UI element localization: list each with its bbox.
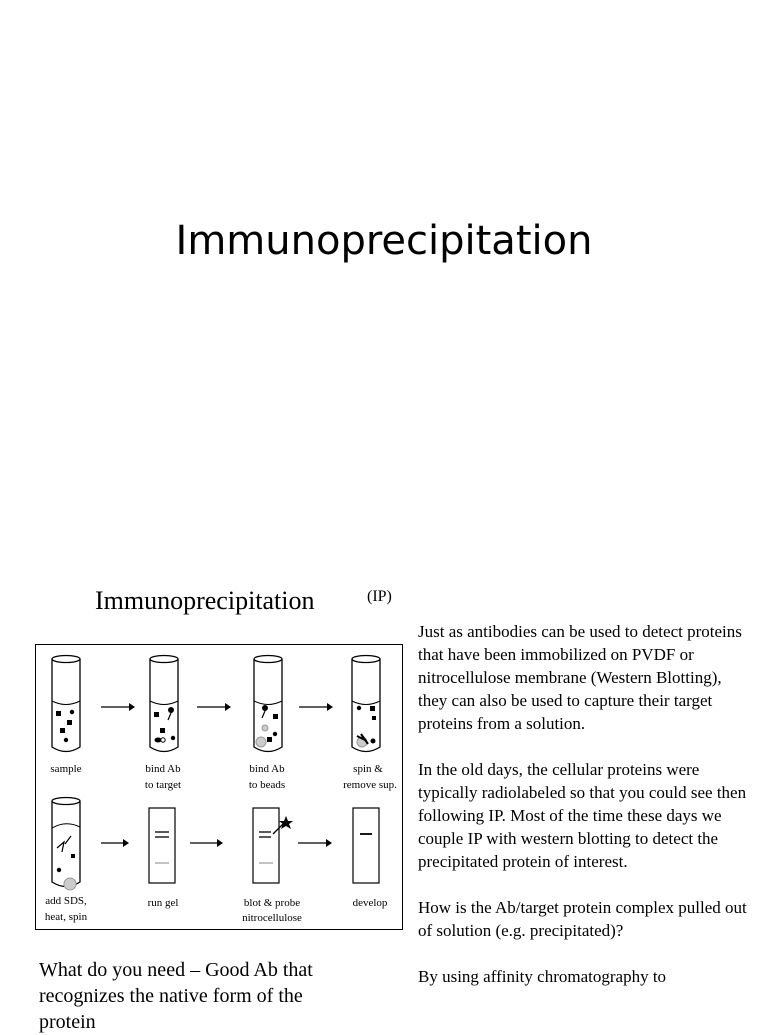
arrow [197, 703, 231, 711]
ip-diagram: sample bind Ab to target bind Ab to bead… [35, 644, 403, 930]
slide-title: Immunoprecipitation [175, 218, 593, 264]
paragraph: How is the Ab/target protein complex pul… [418, 898, 747, 940]
tube-bind-ab-target [149, 654, 179, 753]
arrow [101, 703, 135, 711]
step-label: heat, spin [45, 911, 88, 923]
arrow [298, 839, 332, 847]
gel-run [148, 807, 176, 884]
arrow [190, 839, 223, 847]
step-label: run gel [148, 897, 179, 909]
tube-sample [51, 654, 81, 753]
step-label: remove sup. [343, 779, 397, 791]
tube-add-sds [51, 796, 81, 891]
step-label: blot & probe [244, 897, 300, 909]
paragraph: By using affinity chromatography to [418, 967, 667, 986]
paragraph: In the old days, the cellular proteins w… [418, 760, 747, 871]
paragraph: Just as antibodies can be used to detect… [418, 622, 742, 733]
step-label: develop [353, 897, 388, 909]
figure-title: Immunoprecipitation [95, 586, 315, 615]
tube-bind-ab-beads [253, 654, 283, 753]
figure-superscript: (IP) [367, 588, 392, 605]
step-label: to beads [249, 779, 285, 791]
requirements-text: What do you need – Good Ab that recogniz… [39, 959, 313, 1033]
step-label: nitrocellulose [242, 912, 302, 924]
arrow [101, 839, 129, 847]
arrow [299, 703, 333, 711]
step-label: bind Ab [145, 763, 181, 775]
step-label: sample [50, 763, 81, 775]
step-label: spin & [353, 763, 383, 775]
step-label: to target [145, 779, 181, 791]
gel-blot-probe [252, 807, 293, 884]
step-label: add SDS, [45, 895, 87, 907]
step-label: bind Ab [249, 763, 285, 775]
tube-spin-remove [351, 654, 381, 753]
gel-develop [352, 807, 380, 884]
explanation-text: Just as antibodies can be used to detect… [418, 620, 748, 1011]
